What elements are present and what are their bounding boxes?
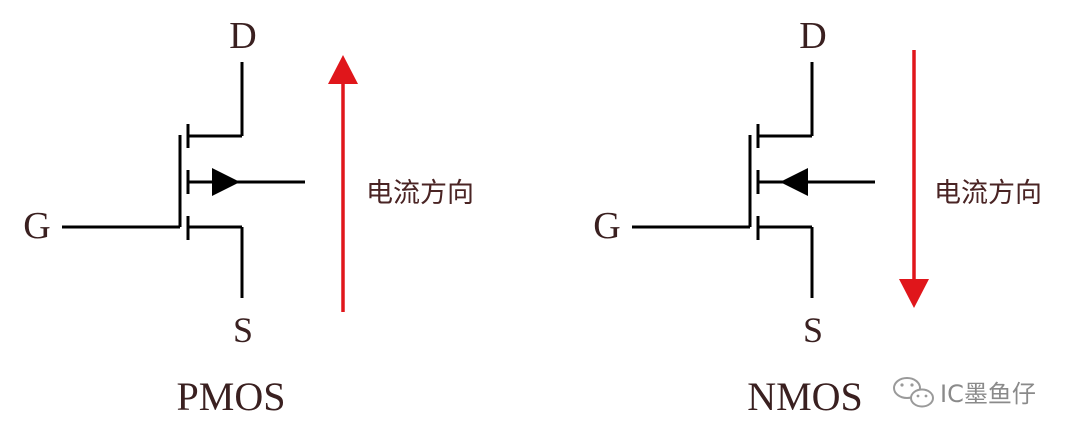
nmos-source-label: S [803, 310, 823, 350]
pmos-current-label: 电流方向 [366, 178, 474, 209]
nmos-drain-label: D [799, 15, 826, 57]
nmos-current-label: 电流方向 [934, 178, 1042, 209]
nmos-current-arrow [899, 50, 929, 308]
watermark: IC墨鱼仔 [893, 377, 1036, 408]
pmos-wires [62, 62, 305, 298]
pmos-symbol: D G S [23, 15, 305, 350]
watermark-text: IC墨鱼仔 [940, 380, 1036, 408]
nmos-wires [632, 62, 875, 298]
nmos-symbol: D G S [593, 15, 875, 350]
nmos-body-arrow-icon [780, 168, 808, 196]
pmos-current-arrow-up-icon [328, 55, 358, 84]
pmos-title: PMOS [177, 374, 286, 419]
nmos-title: NMOS [747, 374, 863, 419]
pmos-drain-label: D [229, 15, 256, 57]
nmos-gate-label: G [593, 205, 620, 247]
nmos-current-arrow-down-icon [899, 279, 929, 308]
wechat-icon [893, 377, 934, 408]
pmos-gate-label: G [23, 205, 50, 247]
pmos-current-arrow [328, 55, 358, 312]
pmos-source-label: S [233, 310, 253, 350]
pmos-body-arrow-icon [212, 168, 240, 196]
